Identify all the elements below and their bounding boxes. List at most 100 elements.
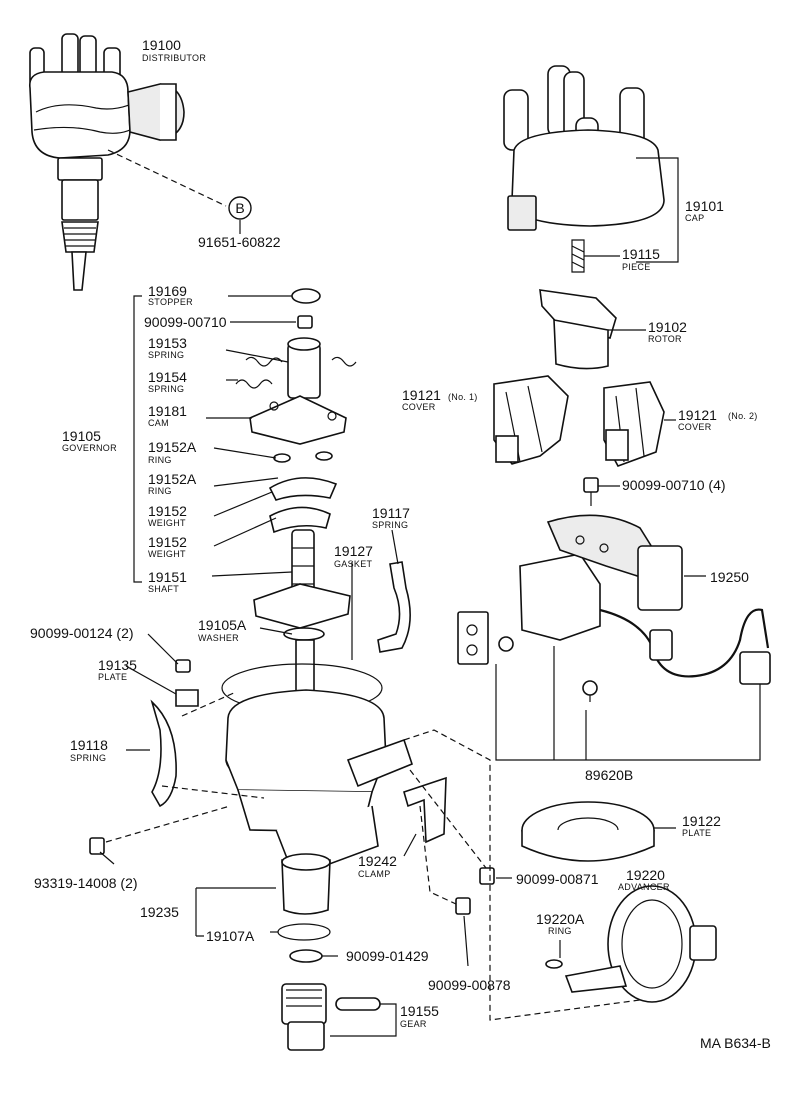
svg-text:19100: 19100 bbox=[142, 37, 181, 53]
svg-text:WASHER: WASHER bbox=[198, 633, 239, 643]
svg-text:RING: RING bbox=[148, 486, 172, 496]
reference-bubble-label: B bbox=[235, 200, 244, 216]
label-19105A: 19105A WASHER bbox=[198, 617, 247, 643]
label-19151: 19151 SHAFT bbox=[148, 569, 187, 594]
svg-text:19153: 19153 bbox=[148, 335, 187, 351]
label-19117: 19117 SPRING bbox=[372, 505, 410, 530]
svg-text:(No. 1): (No. 1) bbox=[448, 392, 478, 402]
screw-drawing bbox=[583, 477, 599, 493]
svg-text:SPRING: SPRING bbox=[70, 753, 106, 763]
svg-text:19152: 19152 bbox=[148, 534, 187, 550]
svg-text:19152: 19152 bbox=[148, 503, 187, 519]
svg-text:19220: 19220 bbox=[626, 867, 665, 883]
label-19121-no2: 19121 (No. 2) COVER bbox=[678, 407, 758, 432]
svg-text:19154: 19154 bbox=[148, 369, 187, 385]
svg-text:GEAR: GEAR bbox=[400, 1019, 427, 1029]
label-19152-1: 19152 WEIGHT bbox=[148, 503, 187, 528]
label-90099-00710-4: 90099-00710 (4) bbox=[622, 477, 726, 493]
clamp-drawing bbox=[403, 776, 447, 844]
svg-text:WEIGHT: WEIGHT bbox=[148, 518, 186, 528]
label-19155: 19155 GEAR bbox=[400, 1003, 439, 1029]
label-19169: 19169 STOPPER bbox=[148, 283, 193, 307]
svg-text:19169: 19169 bbox=[148, 283, 187, 299]
svg-text:CAM: CAM bbox=[148, 418, 169, 428]
svg-text:PIECE: PIECE bbox=[622, 262, 651, 272]
label-90099-00710: 90099-00710 bbox=[144, 314, 227, 330]
svg-text:ADVANCER: ADVANCER bbox=[618, 882, 670, 892]
svg-text:19220A: 19220A bbox=[536, 911, 585, 927]
label-19242: 19242 CLAMP bbox=[358, 853, 397, 879]
svg-text:SPRING: SPRING bbox=[148, 350, 184, 360]
label-19152-2: 19152 WEIGHT bbox=[148, 534, 187, 559]
drawing-code: MA B634-B bbox=[700, 1035, 771, 1051]
svg-text:19181: 19181 bbox=[148, 403, 187, 419]
svg-text:19135: 19135 bbox=[98, 657, 137, 673]
label-19220: 19220 ADVANCER bbox=[618, 867, 670, 892]
svg-text:19118: 19118 bbox=[70, 737, 108, 753]
gear-drawing bbox=[281, 983, 381, 1051]
label-19105: 19105 GOVERNOR bbox=[62, 428, 117, 453]
label-93319-14008: 93319-14008 (2) bbox=[34, 875, 138, 891]
svg-text:19115: 19115 bbox=[622, 246, 660, 262]
svg-text:19105: 19105 bbox=[62, 428, 101, 444]
svg-text:19152A: 19152A bbox=[148, 439, 197, 455]
label-19127: 19127 GASKET bbox=[334, 543, 373, 569]
svg-text:19155: 19155 bbox=[400, 1003, 439, 1019]
label-90099-00124: 90099-00124 (2) bbox=[30, 625, 134, 641]
spring-drawing bbox=[150, 699, 177, 808]
label-90099-01429: 90099-01429 bbox=[346, 948, 429, 964]
rotor-drawing bbox=[539, 289, 617, 370]
label-89620B: 89620B bbox=[585, 767, 633, 783]
svg-text:19242: 19242 bbox=[358, 853, 397, 869]
advancer-drawing bbox=[545, 885, 717, 1003]
label-19235: 19235 bbox=[140, 904, 179, 920]
svg-text:DISTRIBUTOR: DISTRIBUTOR bbox=[142, 53, 206, 63]
label-19153: 19153 SPRING bbox=[148, 335, 187, 360]
svg-text:19152A: 19152A bbox=[148, 471, 197, 487]
svg-text:GOVERNOR: GOVERNOR bbox=[62, 443, 117, 453]
svg-text:CLAMP: CLAMP bbox=[358, 869, 391, 879]
part-labels: 19100 DISTRIBUTOR 91651-60822 19101 CAP … bbox=[30, 37, 771, 1051]
cover-no2-drawing bbox=[603, 381, 665, 467]
svg-text:GASKET: GASKET bbox=[334, 559, 373, 569]
svg-text:PLATE: PLATE bbox=[682, 828, 711, 838]
svg-text:19127: 19127 bbox=[334, 543, 373, 559]
label-19101: 19101 CAP bbox=[685, 198, 724, 223]
svg-text:SPRING: SPRING bbox=[372, 520, 408, 530]
leader-lines bbox=[99, 149, 761, 1037]
svg-text:19105A: 19105A bbox=[198, 617, 247, 633]
cap-drawing bbox=[503, 65, 665, 273]
reference-bubble bbox=[228, 196, 252, 220]
svg-text:PLATE: PLATE bbox=[98, 672, 127, 682]
housing-drawing bbox=[221, 663, 413, 963]
label-19118: 19118 SPRING bbox=[70, 737, 108, 763]
svg-text:19121: 19121 bbox=[678, 407, 717, 423]
svg-text:19101: 19101 bbox=[685, 198, 724, 214]
label-19181: 19181 CAM bbox=[148, 403, 187, 428]
label-19121-no1: 19121 (No. 1) COVER bbox=[402, 387, 478, 412]
svg-text:SPRING: SPRING bbox=[148, 384, 184, 394]
svg-text:(No. 2): (No. 2) bbox=[728, 411, 758, 421]
label-19102: 19102 ROTOR bbox=[648, 319, 687, 344]
label-19250: 19250 bbox=[710, 569, 749, 585]
svg-text:19102: 19102 bbox=[648, 319, 687, 335]
label-90099-00871: 90099-00871 bbox=[516, 871, 599, 887]
svg-text:STOPPER: STOPPER bbox=[148, 297, 193, 307]
label-19152A-2: 19152A RING bbox=[148, 471, 197, 496]
svg-text:WEIGHT: WEIGHT bbox=[148, 549, 186, 559]
plate-drawing bbox=[521, 801, 655, 862]
svg-text:RING: RING bbox=[148, 455, 172, 465]
igniter-assembly-drawing bbox=[457, 514, 771, 702]
svg-text:COVER: COVER bbox=[402, 402, 436, 412]
label-19122: 19122 PLATE bbox=[682, 813, 721, 838]
label-91651-60822: 91651-60822 bbox=[198, 234, 281, 250]
svg-text:RING: RING bbox=[548, 926, 572, 936]
label-19100: 19100 DISTRIBUTOR bbox=[142, 37, 206, 63]
label-19220A: 19220A RING bbox=[536, 911, 585, 936]
svg-text:COVER: COVER bbox=[678, 422, 712, 432]
distributor-assembly-drawing bbox=[28, 33, 185, 291]
label-19154: 19154 SPRING bbox=[148, 369, 187, 394]
label-19107A: 19107A bbox=[206, 928, 255, 944]
